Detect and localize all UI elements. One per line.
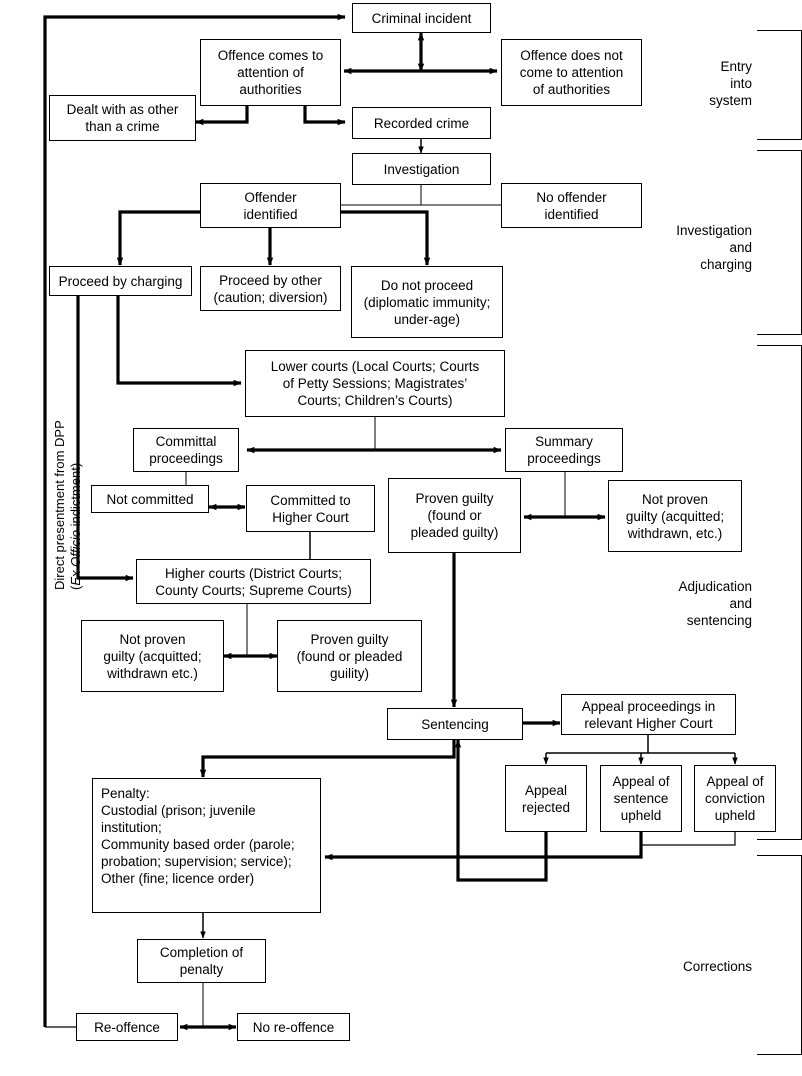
direct-presentment-text: Direct presentment from DPP xyxy=(52,420,67,590)
bracket-entry-into-system xyxy=(757,30,802,140)
node-appeal-rejected[interactable]: Appeal rejected xyxy=(505,765,587,832)
node-label: Dealt with as other than a crime xyxy=(66,102,179,134)
penalty-body: Custodial (prison; juvenile institution;… xyxy=(101,803,295,886)
node-recorded-crime[interactable]: Recorded crime xyxy=(352,107,491,139)
ex-officio-rest: indictment) xyxy=(68,462,83,531)
node-label: Committal proceedings xyxy=(149,434,223,466)
node-lower-courts[interactable]: Lower courts (Local Courts; Courts of Pe… xyxy=(245,350,505,417)
direct-presentment-label-line1: Direct presentment from DPP xyxy=(52,420,67,590)
node-label: Proven guilty (found or pleaded guility) xyxy=(296,631,403,681)
node-label: Appeal proceedings in relevant Higher Co… xyxy=(581,698,716,731)
node-appeal-of-conviction-upheld[interactable]: Appeal of conviction upheld xyxy=(694,765,776,832)
node-offence-comes-to-attention[interactable]: Offence comes to attention of authoritie… xyxy=(200,39,341,106)
node-proceed-by-other[interactable]: Proceed by other (caution; diversion) xyxy=(200,266,341,311)
ex-officio-prefix: ( xyxy=(68,585,83,590)
node-label: Re-offence xyxy=(94,1019,160,1035)
node-label: Not proven guilty (acquitted; withdrawn,… xyxy=(625,491,725,541)
node-committed-to-higher-court[interactable]: Committed to Higher Court xyxy=(246,485,375,532)
node-label: Completion of penalty xyxy=(159,945,244,977)
node-not-proven-guilty-summary[interactable]: Not proven guilty (acquitted; withdrawn,… xyxy=(608,480,742,552)
section-label-adjudication-and-sentencing: Adjudication and sentencing xyxy=(678,579,752,628)
node-label: Not proven guilty (acquitted; withdrawn … xyxy=(103,631,202,681)
node-higher-courts[interactable]: Higher courts (District Courts; County C… xyxy=(136,559,371,604)
node-label: Lower courts (Local Courts; Courts of Pe… xyxy=(270,359,480,408)
node-re-offence[interactable]: Re-offence xyxy=(76,1013,178,1041)
node-appeal-proceedings[interactable]: Appeal proceedings in relevant Higher Co… xyxy=(561,694,736,735)
node-label: Proceed by charging xyxy=(58,273,183,289)
node-label: Appeal rejected xyxy=(521,782,571,815)
node-no-re-offence[interactable]: No re-offence xyxy=(237,1013,350,1041)
node-criminal-incident[interactable]: Criminal incident xyxy=(352,3,491,33)
node-label: Summary proceedings xyxy=(527,434,601,466)
node-proceed-by-charging[interactable]: Proceed by charging xyxy=(49,266,192,296)
node-label: Offence does not come to attention of au… xyxy=(519,48,624,97)
node-offender-identified[interactable]: Offender identified xyxy=(200,183,341,228)
node-offence-does-not-come-to-attention[interactable]: Offence does not come to attention of au… xyxy=(501,39,642,106)
node-not-proven-guilty-higher[interactable]: Not proven guilty (acquitted; withdrawn … xyxy=(81,620,224,692)
bracket-investigation-and-charging xyxy=(757,150,802,335)
node-proven-guilty-summary[interactable]: Proven guilty (found or pleaded guilty) xyxy=(388,478,521,553)
node-label: Appeal of conviction upheld xyxy=(704,774,766,823)
node-penalty[interactable]: Penalty: Custodial (prison; juvenile ins… xyxy=(92,778,321,913)
node-label: Investigation xyxy=(383,161,460,177)
node-dealt-with-as-other[interactable]: Dealt with as other than a crime xyxy=(49,95,196,141)
node-label: No offender identified xyxy=(536,189,607,222)
node-not-committed[interactable]: Not committed xyxy=(91,485,209,513)
node-label: Sentencing xyxy=(421,716,489,732)
node-label: Do not proceed (diplomatic immunity; und… xyxy=(363,277,491,327)
section-label-entry-into-system: Entry into system xyxy=(709,59,752,108)
node-committal-proceedings[interactable]: Committal proceedings xyxy=(133,428,239,472)
node-label: Higher courts (District Courts; County C… xyxy=(155,565,352,598)
node-investigation[interactable]: Investigation xyxy=(352,153,491,185)
section-label-investigation-and-charging: Investigation and charging xyxy=(676,223,752,272)
penalty-heading: Penalty: xyxy=(101,786,150,801)
node-label: Not committed xyxy=(106,491,194,507)
bracket-corrections xyxy=(757,855,802,1055)
node-do-not-proceed[interactable]: Do not proceed (diplomatic immunity; und… xyxy=(351,266,503,338)
node-label: Appeal of sentence upheld xyxy=(612,774,670,823)
node-label: No re-offence xyxy=(252,1019,335,1035)
node-label: Offence comes to attention of authoritie… xyxy=(217,48,324,97)
node-label: Recorded crime xyxy=(373,115,470,131)
node-sentencing[interactable]: Sentencing xyxy=(387,708,523,740)
node-appeal-of-sentence-upheld[interactable]: Appeal of sentence upheld xyxy=(600,765,682,832)
node-label: Criminal incident xyxy=(371,10,472,26)
ex-officio-italic: Ex Officio xyxy=(68,530,83,586)
node-label: Proven guilty (found or pleaded guilty) xyxy=(410,491,499,540)
direct-presentment-label-line2: (Ex Officio indictment) xyxy=(68,463,83,590)
section-label-corrections: Corrections xyxy=(682,959,752,974)
node-label: Offender identified xyxy=(243,189,298,222)
node-no-offender-identified[interactable]: No offender identified xyxy=(501,183,642,228)
node-label: Proceed by other (caution; diversion) xyxy=(213,272,328,305)
node-summary-proceedings[interactable]: Summary proceedings xyxy=(505,428,623,472)
node-completion-of-penalty[interactable]: Completion of penalty xyxy=(137,939,266,983)
node-label: Committed to Higher Court xyxy=(270,492,351,525)
node-proven-guilty-higher[interactable]: Proven guilty (found or pleaded guility) xyxy=(277,620,422,692)
